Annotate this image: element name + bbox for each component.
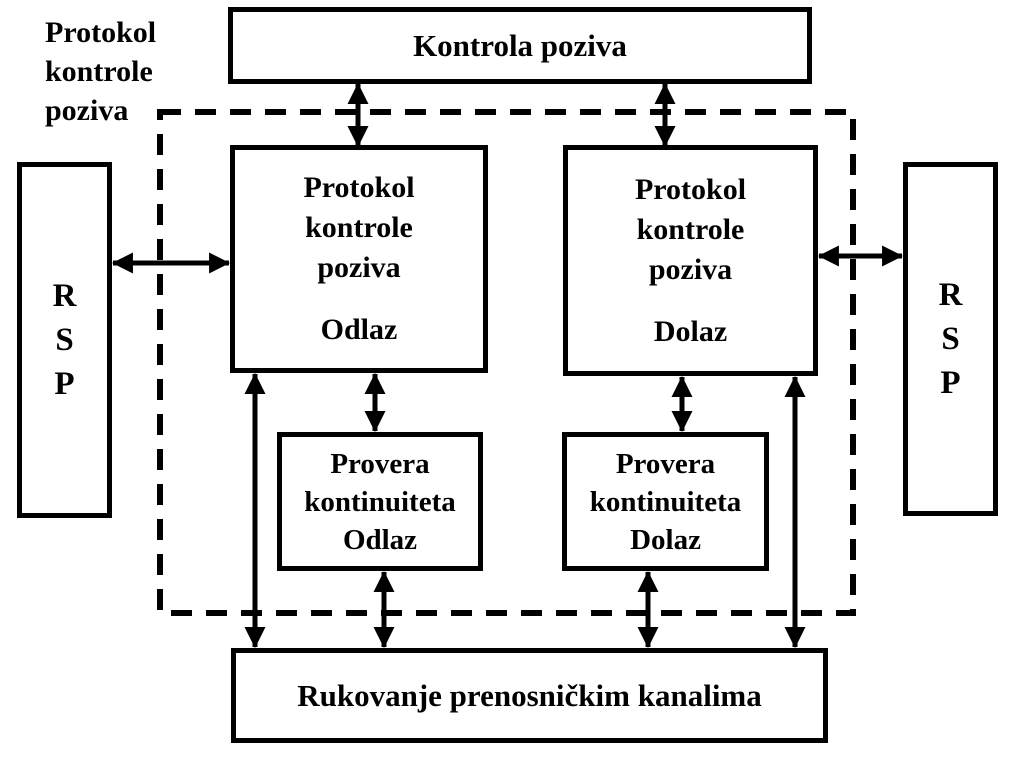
box-line: kontinuiteta bbox=[304, 485, 456, 518]
box-variant-label: Odlaz bbox=[320, 313, 398, 346]
diagram-title-line: Protokol bbox=[45, 16, 157, 49]
diagram-title-line: kontrole bbox=[45, 55, 153, 88]
box-line: Provera bbox=[330, 447, 430, 480]
box-line: poziva bbox=[648, 252, 733, 286]
box-line: Provera bbox=[615, 447, 716, 480]
box-rsp-right: R S P bbox=[903, 162, 998, 516]
diagram-title-line: poziva bbox=[45, 94, 129, 127]
box-line: Odlaz bbox=[342, 523, 418, 556]
box-line: kontrole bbox=[305, 211, 413, 244]
box-protokol-kontrole-poziva-dolaz: Protokol kontrole poziva Dolaz bbox=[563, 145, 818, 376]
box-kontrola-poziva-label: Kontrola poziva bbox=[413, 27, 627, 63]
rsp-letter: S bbox=[941, 321, 960, 357]
box-rukovanje-label: Rukovanje prenosničkim kanalima bbox=[297, 677, 762, 713]
box-rukovanje-prenosnickim-kanalima: Rukovanje prenosničkim kanalima bbox=[231, 648, 828, 743]
box-rsp-left: R S P bbox=[17, 162, 112, 518]
box-protokol-kontrole-poziva-odlaz: Protokol kontrole poziva Odlaz bbox=[230, 145, 488, 373]
diagram-title-label: Protokol kontrole poziva bbox=[45, 13, 156, 130]
box-variant-label: Dolaz bbox=[653, 314, 728, 348]
box-kontrola-poziva: Kontrola poziva bbox=[228, 7, 812, 84]
box-line: Protokol bbox=[634, 172, 747, 206]
box-line: Dolaz bbox=[630, 523, 701, 556]
rsp-letter: P bbox=[54, 366, 75, 402]
rsp-letter: P bbox=[940, 365, 961, 401]
box-line: kontrole bbox=[636, 212, 745, 246]
box-line: Protokol bbox=[303, 171, 415, 204]
box-line: poziva bbox=[317, 251, 401, 284]
rsp-letter: S bbox=[55, 322, 74, 358]
box-provera-kontinuiteta-odlaz: Provera kontinuiteta Odlaz bbox=[277, 432, 483, 571]
rsp-letter: R bbox=[52, 278, 77, 314]
box-provera-kontinuiteta-dolaz: Provera kontinuiteta Dolaz bbox=[562, 432, 769, 571]
box-line: kontinuiteta bbox=[589, 485, 742, 518]
rsp-letter: R bbox=[938, 277, 963, 313]
